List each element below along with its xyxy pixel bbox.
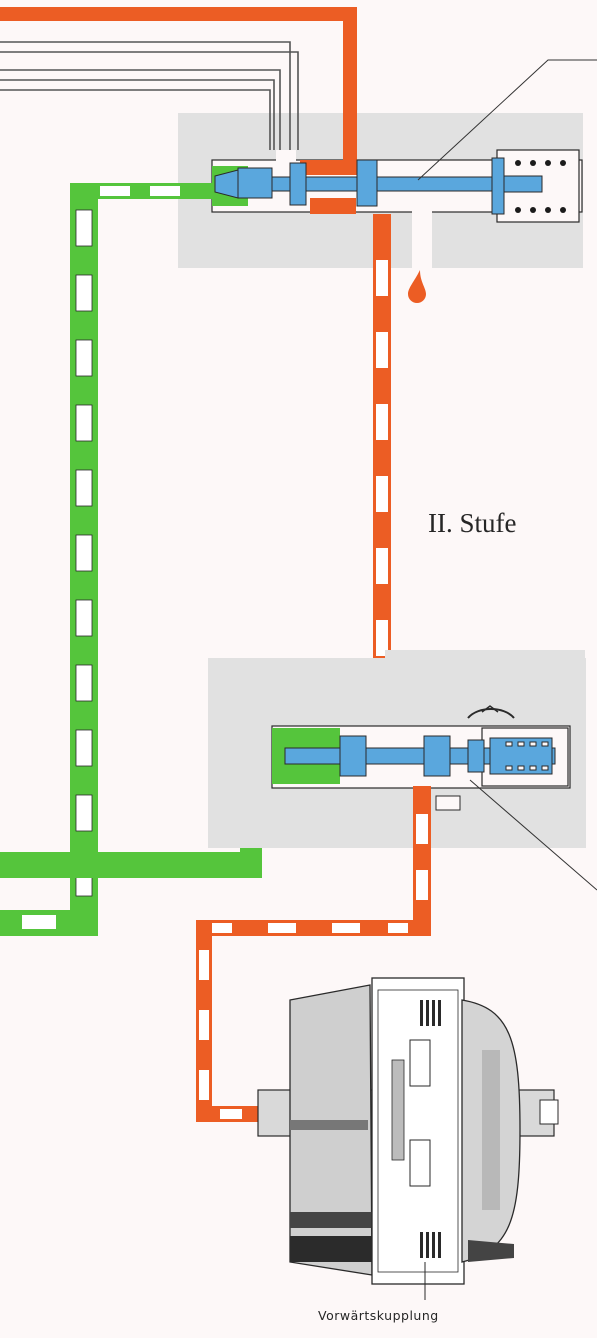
- upper-valve-spool: [214, 157, 543, 215]
- oil-drop-icon: [408, 270, 426, 303]
- switching-line-vertical: [373, 214, 391, 739]
- lower-spring: [505, 741, 549, 771]
- check-valve-arrow-icon: [481, 705, 499, 713]
- callout-line-lower: [469, 779, 597, 891]
- exhaust-port-lower: [435, 795, 461, 811]
- signal-lines-top: [0, 41, 299, 150]
- switching-line-to-clutch: [196, 786, 431, 1122]
- forward-clutch: [257, 977, 559, 1285]
- main-pressure-line: [0, 7, 357, 214]
- signal-port: [276, 150, 296, 164]
- callout-line-upper: [417, 59, 597, 181]
- clutch-caption: Vorwärtskupplung: [318, 1308, 439, 1323]
- upper-spring: [515, 160, 566, 213]
- stage-label: II. Stufe: [428, 508, 517, 538]
- check-valve-icon: [467, 708, 515, 719]
